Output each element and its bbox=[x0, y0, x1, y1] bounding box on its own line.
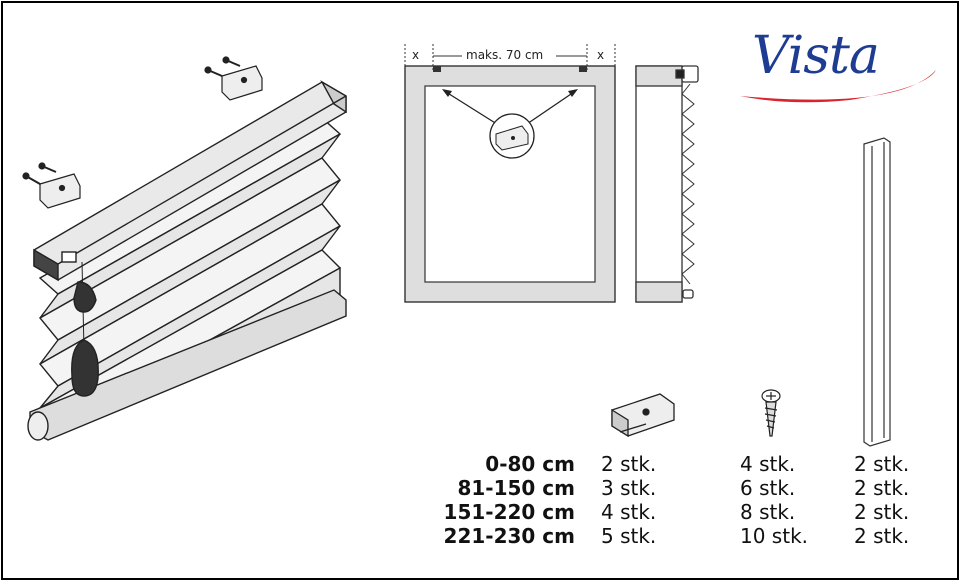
rail-strip-icon bbox=[863, 137, 891, 447]
dimension-x-left: x bbox=[412, 48, 420, 62]
screw-count: 8 stk. bbox=[740, 500, 796, 524]
screw-count: 10 stk. bbox=[740, 524, 809, 548]
bracket-count: 4 stk. bbox=[601, 500, 657, 524]
size-range: 221-230 cm bbox=[443, 524, 575, 548]
table-row: 81-150 cm 3 stk. 6 stk. 2 stk. bbox=[390, 476, 944, 500]
bracket-screws-lower bbox=[22, 162, 81, 209]
bracket-count: 3 stk. bbox=[601, 476, 657, 500]
pleated-blind-illustration bbox=[27, 80, 347, 441]
bracket-icon bbox=[611, 393, 675, 438]
size-range: 81-150 cm bbox=[457, 476, 575, 500]
screw-count: 6 stk. bbox=[740, 476, 796, 500]
bracket-count: 5 stk. bbox=[601, 524, 657, 548]
size-range: 0-80 cm bbox=[485, 452, 575, 476]
quantity-table: 0-80 cm 2 stk. 4 stk. 2 stk. 81-150 cm 3… bbox=[390, 452, 944, 548]
strip-count: 2 stk. bbox=[854, 524, 910, 548]
bracket-screws-upper bbox=[204, 56, 263, 101]
dimension-max-width: maks. 70 cm bbox=[466, 48, 544, 62]
table-row: 221-230 cm 5 stk. 10 stk. 2 stk. bbox=[390, 524, 944, 548]
screw-icon bbox=[761, 389, 781, 437]
brand-logo: Vista bbox=[752, 26, 880, 86]
strip-count: 2 stk. bbox=[854, 476, 910, 500]
size-range: 151-220 cm bbox=[443, 500, 575, 524]
screw-count: 4 stk. bbox=[740, 452, 796, 476]
logo-swoosh bbox=[740, 70, 936, 103]
window-frame-diagram bbox=[404, 44, 616, 303]
side-profile-diagram bbox=[635, 65, 699, 303]
strip-count: 2 stk. bbox=[854, 452, 910, 476]
table-row: 0-80 cm 2 stk. 4 stk. 2 stk. bbox=[390, 452, 944, 476]
table-row: 151-220 cm 4 stk. 8 stk. 2 stk. bbox=[390, 500, 944, 524]
bracket-count: 2 stk. bbox=[601, 452, 657, 476]
strip-count: 2 stk. bbox=[854, 500, 910, 524]
dimension-x-right: x bbox=[597, 48, 605, 62]
